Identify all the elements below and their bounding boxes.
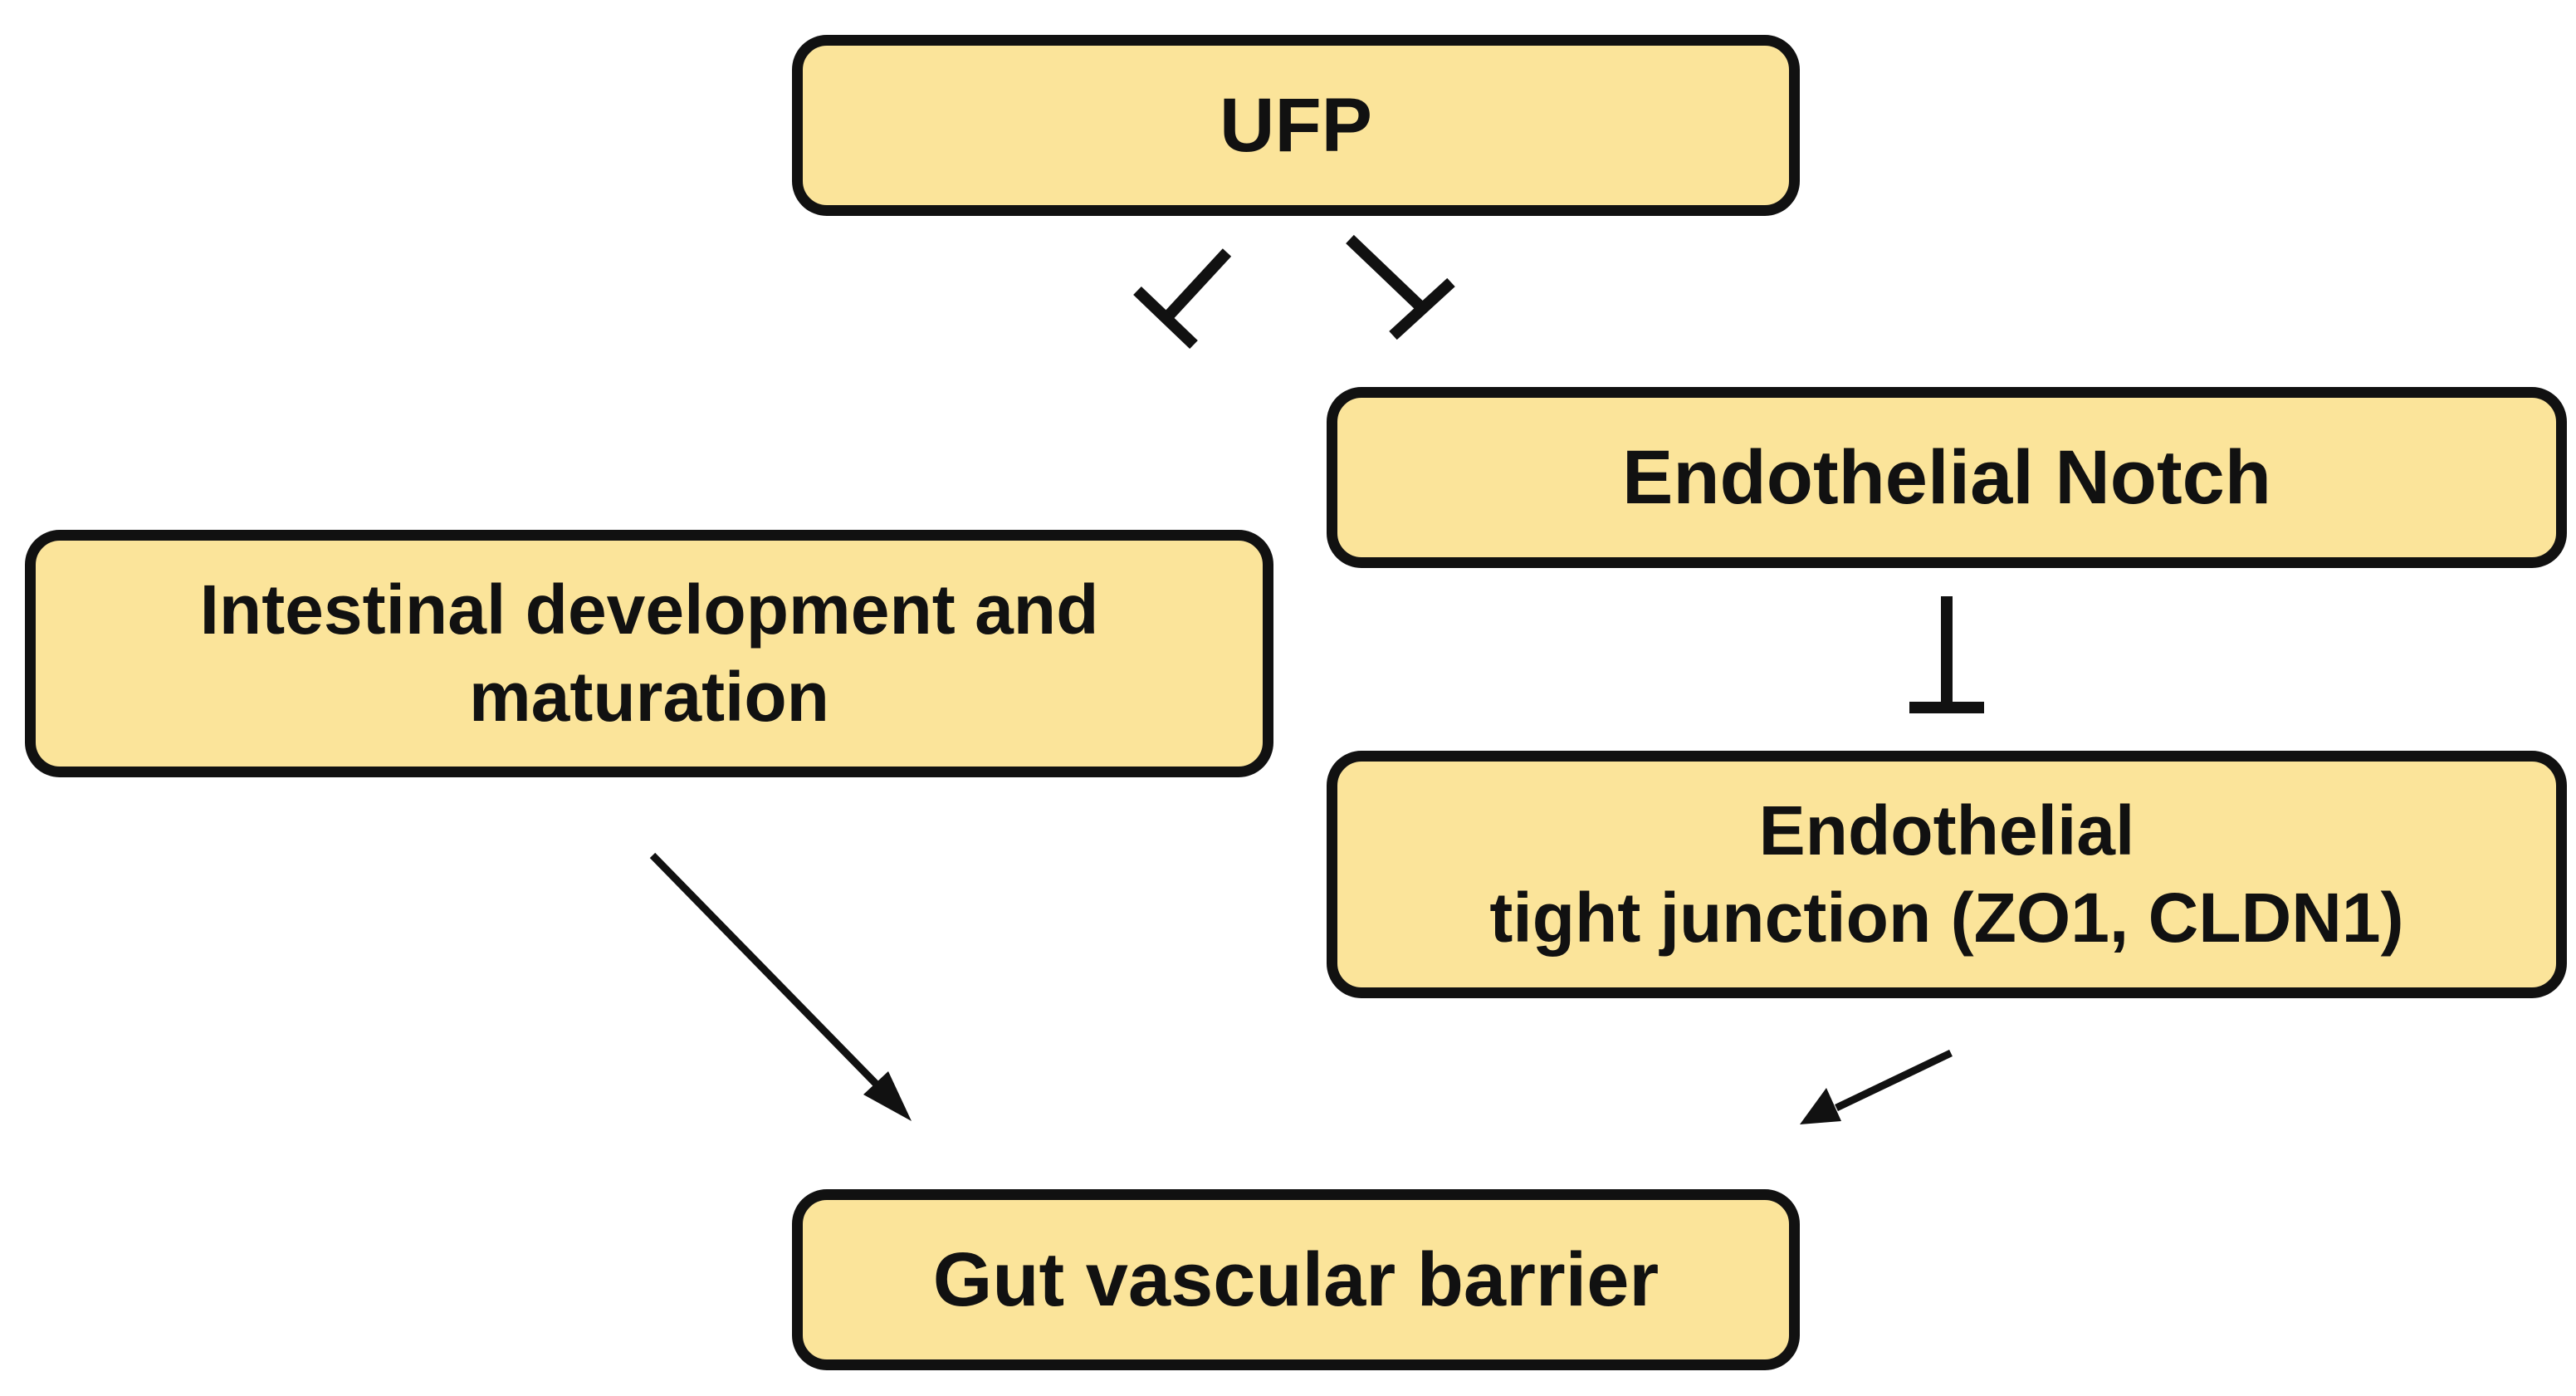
node-tight-junction-label: Endothelial tight junction (ZO1, CLDN1) <box>1489 791 2404 957</box>
node-intestinal-development: Intestinal development and maturation <box>25 530 1273 777</box>
edge-ufp-inhibits-intestinal <box>1133 248 1232 350</box>
node-intestinal-development-label: Intestinal development and maturation <box>199 571 1099 736</box>
edge-ufp-inhibits-notch <box>1346 234 1455 340</box>
node-ufp-label: UFP <box>1220 82 1372 168</box>
node-tight-junction: Endothelial tight junction (ZO1, CLDN1) <box>1327 751 2567 998</box>
node-endothelial-notch: Endothelial Notch <box>1327 387 2567 568</box>
edge-intestinal-activates-gut-barrier <box>649 852 912 1121</box>
edge-tight-junction-activates-gut-barrier <box>1800 1049 1953 1124</box>
edge-notch-inhibits-tight-junction <box>1909 596 1984 713</box>
node-ufp: UFP <box>792 35 1800 216</box>
node-gut-vascular-barrier-label: Gut vascular barrier <box>932 1237 1659 1322</box>
node-gut-vascular-barrier: Gut vascular barrier <box>792 1189 1800 1370</box>
node-endothelial-notch-label: Endothelial Notch <box>1622 434 2271 520</box>
